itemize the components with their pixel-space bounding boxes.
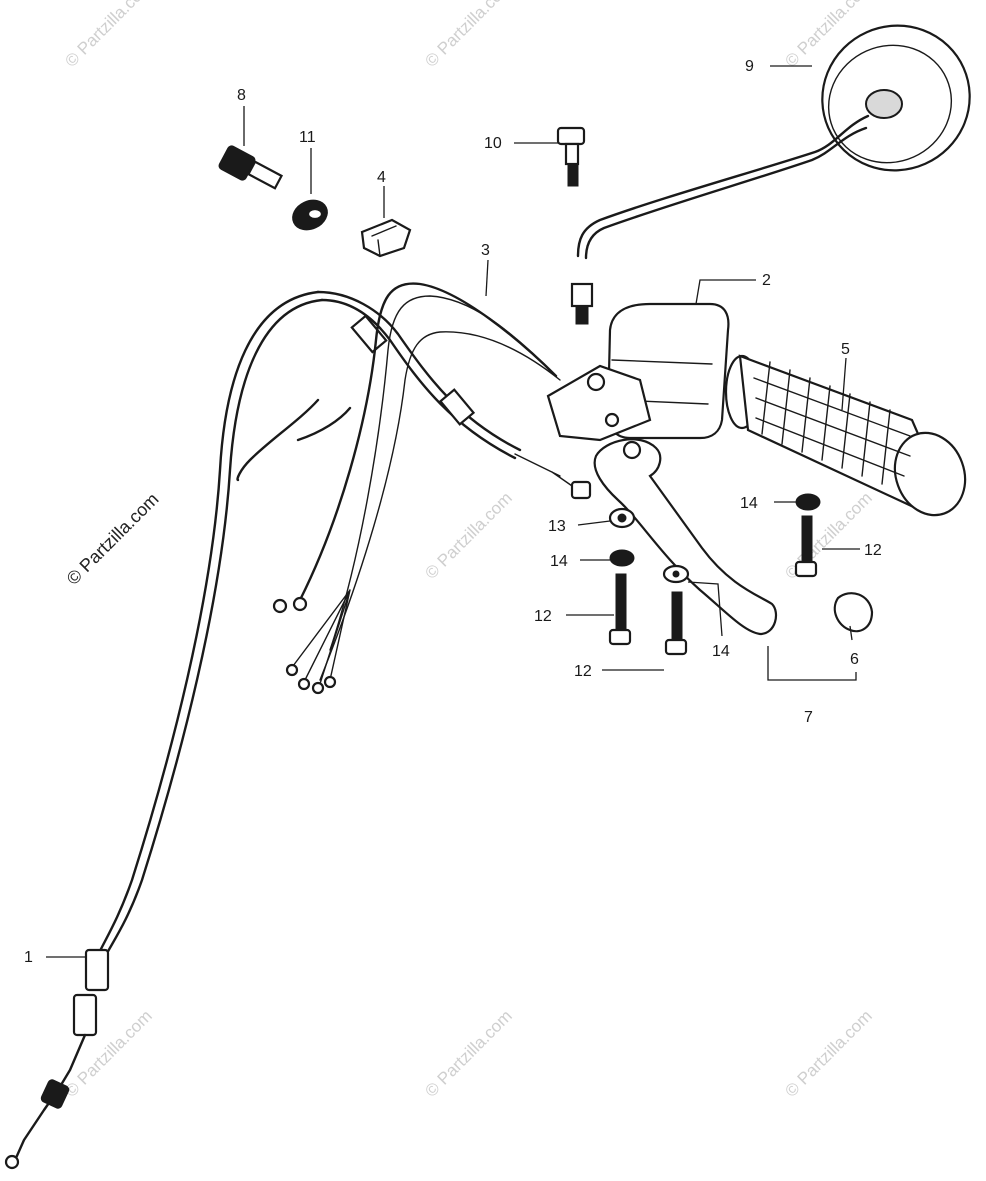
callout-11: 11 xyxy=(299,129,316,146)
callout-13: 13 xyxy=(548,518,566,535)
callout-14: 14 xyxy=(740,495,758,512)
callout-12: 12 xyxy=(864,542,882,559)
callout-6: 6 xyxy=(850,651,859,668)
callout-14: 14 xyxy=(550,553,568,570)
watermark: © Partzilla.com xyxy=(421,488,515,582)
watermark-dark: © Partzilla.com xyxy=(63,489,163,589)
watermarks: © Partzilla.com © Partzilla.com © Partzi… xyxy=(61,0,875,1101)
callout-8: 8 xyxy=(237,87,246,104)
callout-4: 4 xyxy=(377,169,386,186)
part-5-grip xyxy=(724,354,967,517)
part-11-nut xyxy=(292,199,328,231)
part-4-clip xyxy=(360,218,412,258)
callout-labels: 1 2 3 4 5 6 7 8 9 10 11 12 12 12 13 14 1… xyxy=(24,58,882,966)
callout-12: 12 xyxy=(534,608,552,625)
callout-1: 1 xyxy=(24,949,33,966)
callout-10: 10 xyxy=(484,135,502,152)
watermark: © Partzilla.com xyxy=(781,1006,875,1100)
watermark: © Partzilla.com xyxy=(421,0,515,71)
callout-3: 3 xyxy=(481,242,490,259)
fasteners xyxy=(608,493,874,656)
leader-lines xyxy=(46,65,860,958)
part-3-switch-wires xyxy=(272,282,561,695)
part-1-cable xyxy=(4,290,592,1170)
callout-5: 5 xyxy=(841,341,850,358)
watermark: © Partzilla.com xyxy=(421,1006,515,1100)
callout-12: 12 xyxy=(574,663,592,680)
callout-2: 2 xyxy=(762,272,771,289)
part-8-adjuster xyxy=(218,145,284,190)
callout-7: 7 xyxy=(804,709,813,726)
watermark: © Partzilla.com xyxy=(61,0,155,71)
callout-14: 14 xyxy=(712,643,730,660)
part-10-bolt xyxy=(556,126,586,187)
part-9-mirror xyxy=(570,24,971,325)
part-2-switch-housing xyxy=(546,302,730,442)
callout-9: 9 xyxy=(745,58,754,75)
